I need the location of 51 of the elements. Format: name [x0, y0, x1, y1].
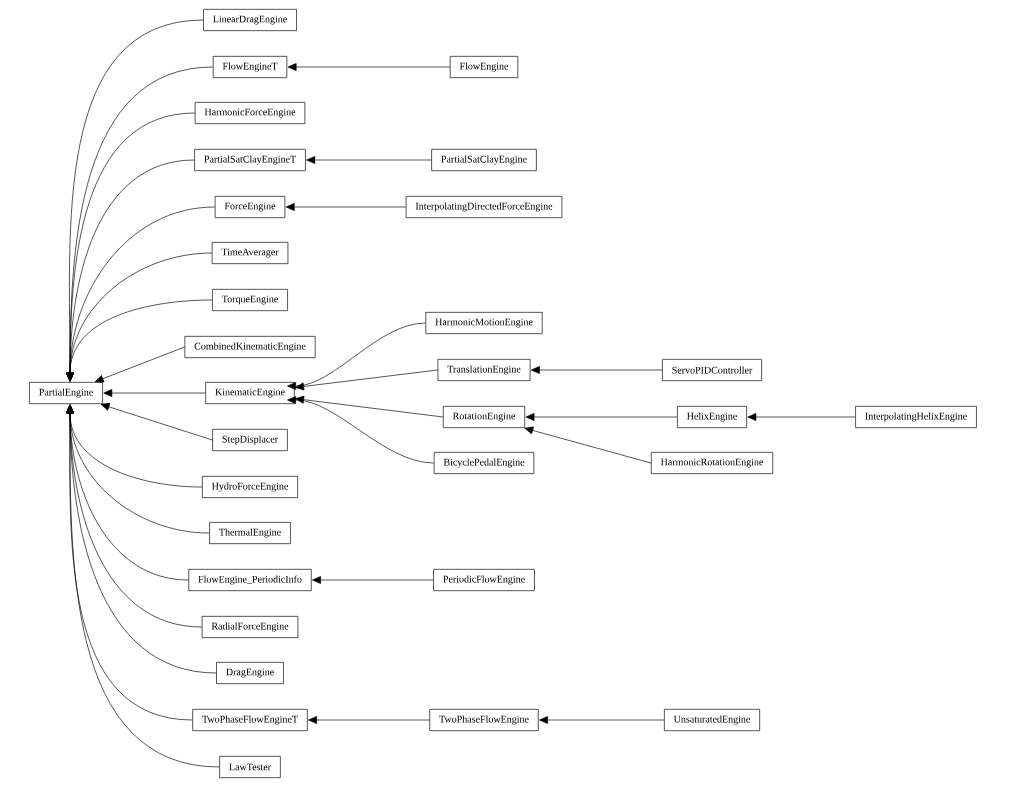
arrow — [530, 366, 663, 374]
arrow — [103, 389, 206, 397]
class-box: TwoPhaseFlowEngineT — [192, 709, 308, 731]
arrow — [295, 395, 444, 418]
arrow — [66, 299, 213, 382]
class-box: ThermalEngine — [209, 522, 291, 544]
arrow — [287, 63, 451, 71]
class-box: HarmonicForceEngine — [194, 102, 306, 124]
arrow — [66, 404, 220, 768]
class-box: PartialEngine — [29, 382, 103, 404]
class-box: FlowEngine — [449, 56, 519, 78]
arrow — [312, 576, 434, 584]
class-box: HarmonicRotationEngine — [650, 452, 774, 474]
arrow — [539, 716, 665, 724]
class-box: HydroForceEngine — [202, 476, 298, 498]
class-box: LawTester — [219, 756, 281, 778]
class-box: HarmonicMotionEngine — [425, 312, 543, 334]
arrow — [94, 346, 185, 383]
class-box: InterpolatingDirectedForceEngine — [405, 196, 563, 218]
class-box: StepDisplacer — [212, 429, 288, 451]
class-box: ForceEngine — [214, 196, 286, 218]
arrow — [285, 203, 407, 211]
class-box: LinearDragEngine — [203, 9, 297, 31]
class-box: DragEngine — [216, 662, 284, 684]
class-box: PeriodicFlowEngine — [433, 569, 535, 591]
arrow — [287, 322, 426, 390]
class-box: TranslationEngine — [437, 359, 531, 381]
class-box: PartialSatClayEngine — [431, 149, 537, 171]
class-box: KinematicEngine — [205, 382, 295, 404]
class-box: RotationEngine — [442, 406, 526, 428]
arrow — [524, 426, 652, 464]
arrow — [525, 413, 678, 421]
class-box: RadialForceEngine — [201, 616, 299, 638]
class-box: InterpolatingHelixEngine — [855, 406, 977, 428]
class-box: UnsaturatedEngine — [664, 709, 760, 731]
arrow — [747, 413, 856, 421]
arrow — [306, 156, 432, 164]
class-box: PartialSatClayEngineT — [194, 149, 306, 171]
arrow — [308, 716, 430, 724]
arrow — [287, 396, 435, 464]
arrow — [295, 369, 438, 391]
class-box: TimeAverager — [211, 242, 289, 264]
class-box: ServoPIDController — [662, 359, 762, 381]
class-box: FlowEngineT — [212, 56, 288, 78]
class-box: FlowEngine_PeriodicInfo — [188, 569, 312, 591]
class-box: TwoPhaseFlowEngine — [429, 709, 539, 731]
class-box: CombinedKinematicEngine — [184, 336, 316, 358]
arrow — [100, 403, 213, 441]
class-box: TorqueEngine — [212, 289, 288, 311]
class-box: HelixEngine — [677, 406, 747, 428]
class-box: BicyclePedalEngine — [433, 452, 535, 474]
